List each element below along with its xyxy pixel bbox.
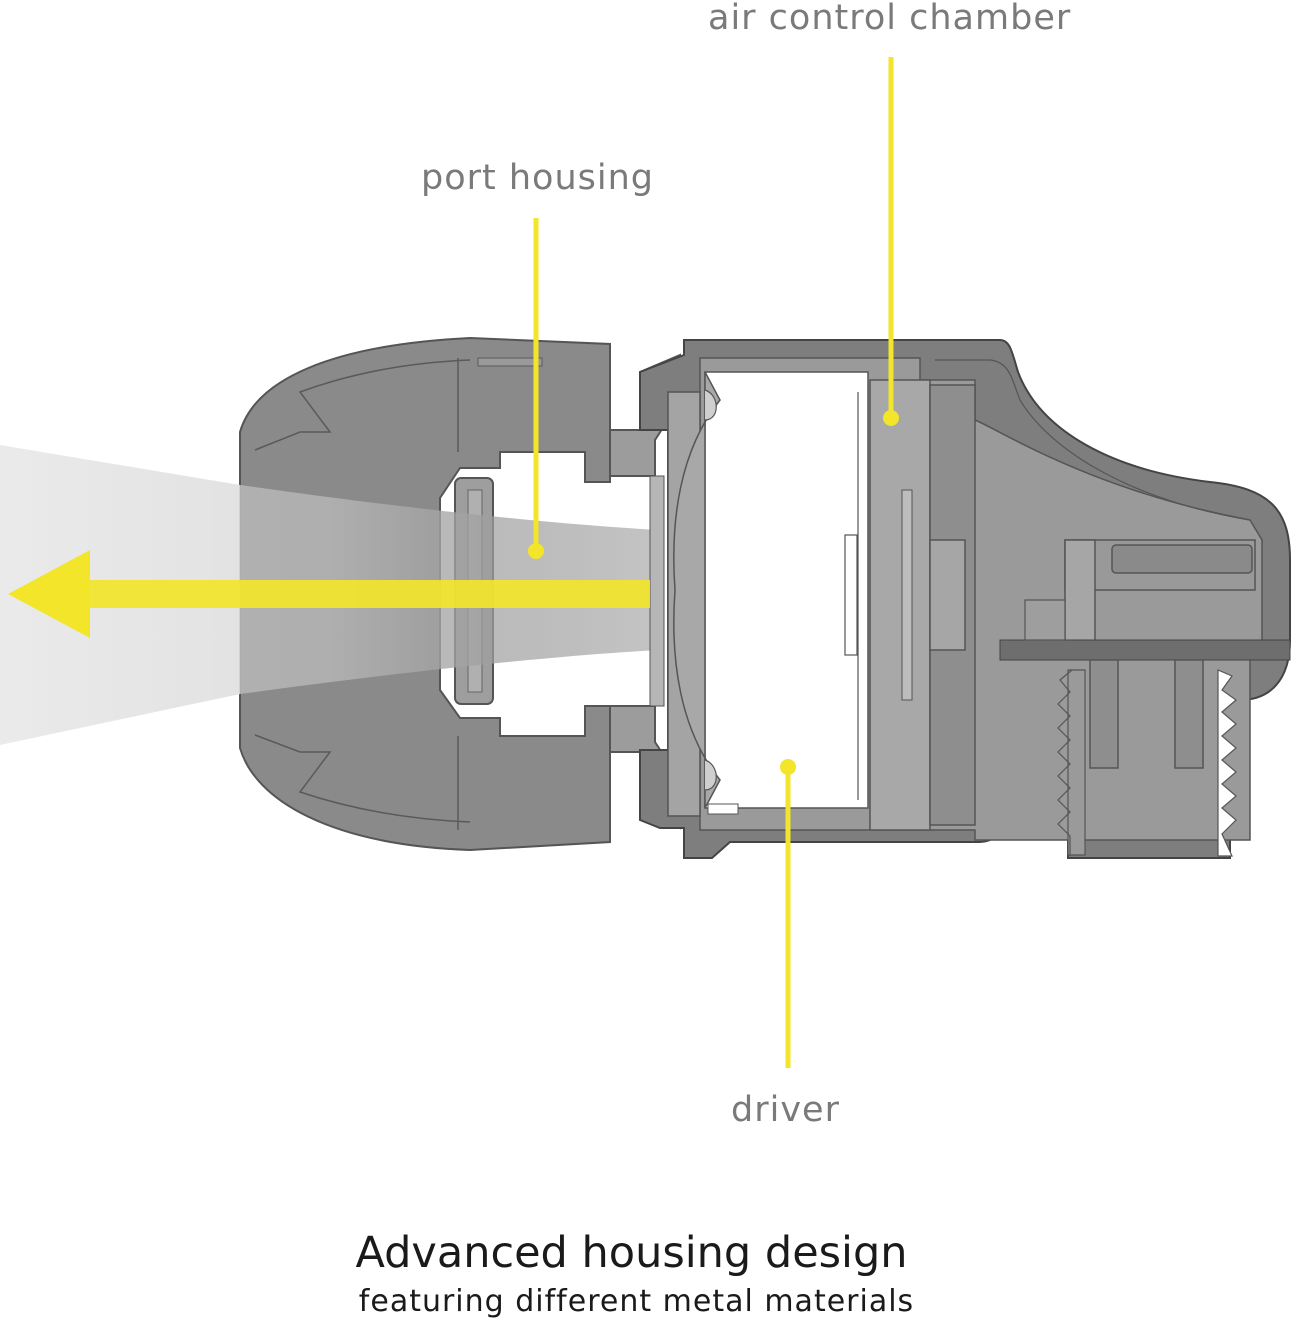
driver-marker [780, 759, 796, 775]
driver-label: driver [731, 1090, 840, 1130]
driver-unit [673, 371, 869, 815]
caption-title: Advanced housing design [355, 1228, 908, 1278]
air-control-chamber-label: air control chamber [708, 0, 1072, 38]
sound-direction-arrow [8, 550, 650, 638]
leader-lines [528, 57, 899, 1068]
air-chamber-marker [883, 410, 899, 426]
port-housing-marker [528, 543, 544, 559]
port-housing-label: port housing [421, 158, 655, 198]
caption-subtitle: featuring different metal materials [358, 1284, 915, 1319]
